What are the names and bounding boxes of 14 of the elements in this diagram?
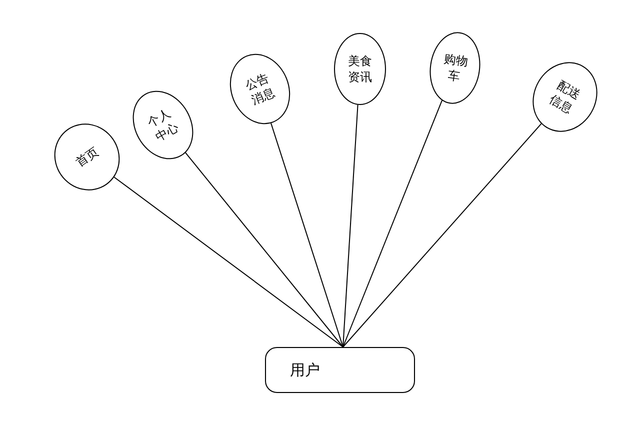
node-label: 购物车 [442,50,470,86]
connector-line [270,122,344,348]
connector-line [114,176,344,348]
node-label: 用户 [290,360,321,380]
connector-line [342,100,442,348]
connector-line [342,104,358,348]
connector-line [185,152,344,348]
node-label: 首页 [72,143,102,172]
connector-line [342,123,542,348]
node-label: 个人中心 [144,105,182,146]
actor-box [265,347,415,393]
node-label: 公告消息 [242,70,278,110]
node-label: 美食资讯 [347,53,373,85]
node-label: 配送信息 [546,77,584,118]
